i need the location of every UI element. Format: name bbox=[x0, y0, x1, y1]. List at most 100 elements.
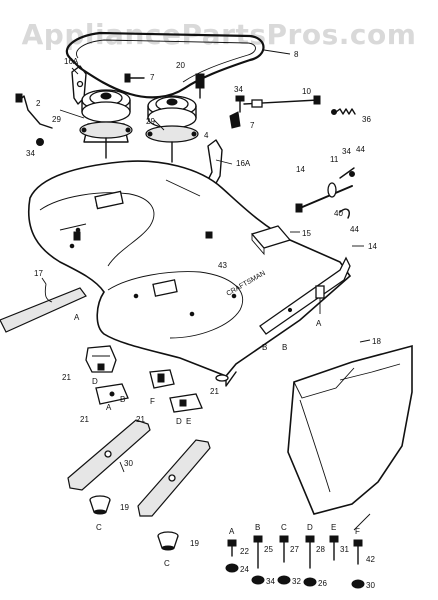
hw-bolt-c[interactable] bbox=[277, 535, 291, 585]
callout-bracket-right: 16A bbox=[236, 159, 251, 168]
letter-mount-f: F bbox=[150, 397, 155, 406]
mount-mid[interactable] bbox=[149, 369, 175, 389]
callout-deck-side-label: 43 bbox=[218, 261, 227, 270]
hw-part-e: 31 bbox=[340, 545, 349, 554]
callout-bracket-left-upper: 16A bbox=[64, 57, 79, 66]
bolt-top-left[interactable] bbox=[124, 73, 145, 83]
callout-mount-mid: 21 bbox=[136, 415, 145, 424]
bar-right[interactable] bbox=[295, 185, 353, 213]
callout-bolt-top-left: 7 bbox=[150, 73, 155, 82]
hw-bolt-b[interactable] bbox=[251, 535, 265, 585]
hw-letter-a: A bbox=[229, 527, 235, 536]
hardware-legend-labels: A 22 24 B 25 34 C 27 32 D 28 26 E 31 F 4… bbox=[229, 523, 375, 590]
pin-right[interactable] bbox=[339, 167, 355, 179]
mount-left[interactable] bbox=[85, 345, 117, 373]
hw-bolt-a[interactable] bbox=[225, 539, 239, 573]
letter-blade-c2: C bbox=[164, 559, 170, 568]
callouts: 8 20 16A 7 34 10 36 7 2 34 29 29 4 16A 4… bbox=[26, 50, 381, 548]
letter-mount-d2: D bbox=[176, 417, 182, 426]
callout-rod-right: 10 bbox=[302, 87, 311, 96]
hw-bolt-e[interactable] bbox=[329, 535, 339, 561]
hw-item-b: 34 bbox=[266, 577, 275, 586]
hw-letter-b: B bbox=[255, 523, 260, 532]
letter-deck-a1: A bbox=[74, 313, 80, 322]
callout-spindle-left: 29 bbox=[52, 115, 61, 124]
hw-bolt-f[interactable] bbox=[351, 539, 365, 589]
hardware-legend bbox=[225, 513, 371, 589]
callout-nut-right-top: 34 bbox=[342, 147, 351, 156]
callout-bolt-right: 7 bbox=[250, 121, 255, 130]
bolt-right-upper[interactable] bbox=[235, 95, 245, 113]
plate-center[interactable] bbox=[250, 225, 292, 256]
hw-part-f: 42 bbox=[366, 555, 375, 564]
rod-left[interactable] bbox=[15, 93, 53, 129]
letter-mount-a: A bbox=[106, 403, 112, 412]
hw-letter-f: F bbox=[355, 527, 360, 536]
callout-clip-right: 44 bbox=[356, 145, 365, 154]
hw-bolt-d[interactable] bbox=[303, 535, 317, 587]
callout-mount-left: 21 bbox=[62, 373, 71, 382]
blade-left[interactable] bbox=[67, 419, 151, 491]
callout-nut-top: 34 bbox=[234, 85, 243, 94]
leader-lines bbox=[41, 49, 371, 473]
hw-letter-e: E bbox=[331, 523, 336, 532]
hw-letter-d: D bbox=[307, 523, 313, 532]
belt[interactable] bbox=[65, 31, 265, 99]
callout-mount-left-lower: 21 bbox=[80, 415, 89, 424]
callout-nut-left: 34 bbox=[26, 149, 35, 158]
callout-clip-right-lower: 44 bbox=[350, 225, 359, 234]
callout-adapter-right: 19 bbox=[190, 539, 199, 548]
callout-spindle-mid: 29 bbox=[146, 117, 155, 126]
letter-deck-b: B bbox=[262, 343, 267, 352]
hw-item-a: 24 bbox=[240, 565, 249, 574]
rod-right[interactable] bbox=[243, 95, 321, 108]
letter-deck-a2: A bbox=[316, 319, 322, 328]
letter-deck-b2: B bbox=[282, 343, 287, 352]
blade-right[interactable] bbox=[137, 439, 211, 517]
hw-part-a: 22 bbox=[240, 547, 249, 556]
letter-mount-b: B bbox=[120, 395, 125, 404]
letter-blade-c1: C bbox=[96, 523, 102, 532]
spindle-mid[interactable] bbox=[145, 95, 199, 163]
callout-hub-left: 4 bbox=[204, 131, 209, 140]
callout-blade: 30 bbox=[124, 459, 133, 468]
mower-deck bbox=[28, 160, 352, 387]
letter-mount-d: D bbox=[92, 377, 98, 386]
callout-rod-left: 2 bbox=[36, 99, 41, 108]
mount-left-lower[interactable] bbox=[95, 383, 129, 405]
mount-right[interactable] bbox=[169, 393, 203, 413]
spring-right[interactable] bbox=[331, 108, 356, 115]
letter-mount-e: E bbox=[186, 417, 191, 426]
adapter-left[interactable] bbox=[89, 495, 111, 515]
hw-item-c: 32 bbox=[292, 577, 301, 586]
hw-part-c: 27 bbox=[290, 545, 299, 554]
callout-pin-right: 11 bbox=[330, 155, 339, 164]
bolt-right[interactable] bbox=[229, 111, 241, 129]
nut-left[interactable] bbox=[36, 138, 44, 146]
callout-spring-right: 36 bbox=[362, 115, 371, 124]
idler-top[interactable] bbox=[195, 73, 205, 99]
callout-adapter-left: 19 bbox=[120, 503, 129, 512]
callout-belt: 8 bbox=[294, 50, 299, 59]
callout-deck-side: 14 bbox=[368, 242, 377, 251]
clip-right[interactable] bbox=[339, 208, 350, 219]
hw-letter-c: C bbox=[281, 523, 287, 532]
callout-bar-right: 14 bbox=[296, 165, 305, 174]
position-letters: A B B A D A B F D E C C bbox=[74, 313, 322, 568]
callout-arm-left: 17 bbox=[34, 269, 43, 278]
hw-item-f: 30 bbox=[366, 581, 375, 590]
hw-part-b: 25 bbox=[264, 545, 273, 554]
hw-part-d: 28 bbox=[316, 545, 325, 554]
spindle-left[interactable] bbox=[79, 89, 133, 159]
hw-item-d: 26 bbox=[318, 579, 327, 588]
washer-right[interactable] bbox=[327, 182, 337, 198]
arm-left[interactable] bbox=[0, 283, 87, 333]
adapter-right[interactable] bbox=[157, 531, 179, 551]
deck-tabs bbox=[73, 231, 325, 314]
callout-deflector: 18 bbox=[372, 337, 381, 346]
callout-idler-top: 20 bbox=[176, 61, 185, 70]
callout-mount-right: 21 bbox=[210, 387, 219, 396]
deflector[interactable] bbox=[287, 344, 413, 515]
callout-washer-right: 40 bbox=[334, 209, 343, 218]
